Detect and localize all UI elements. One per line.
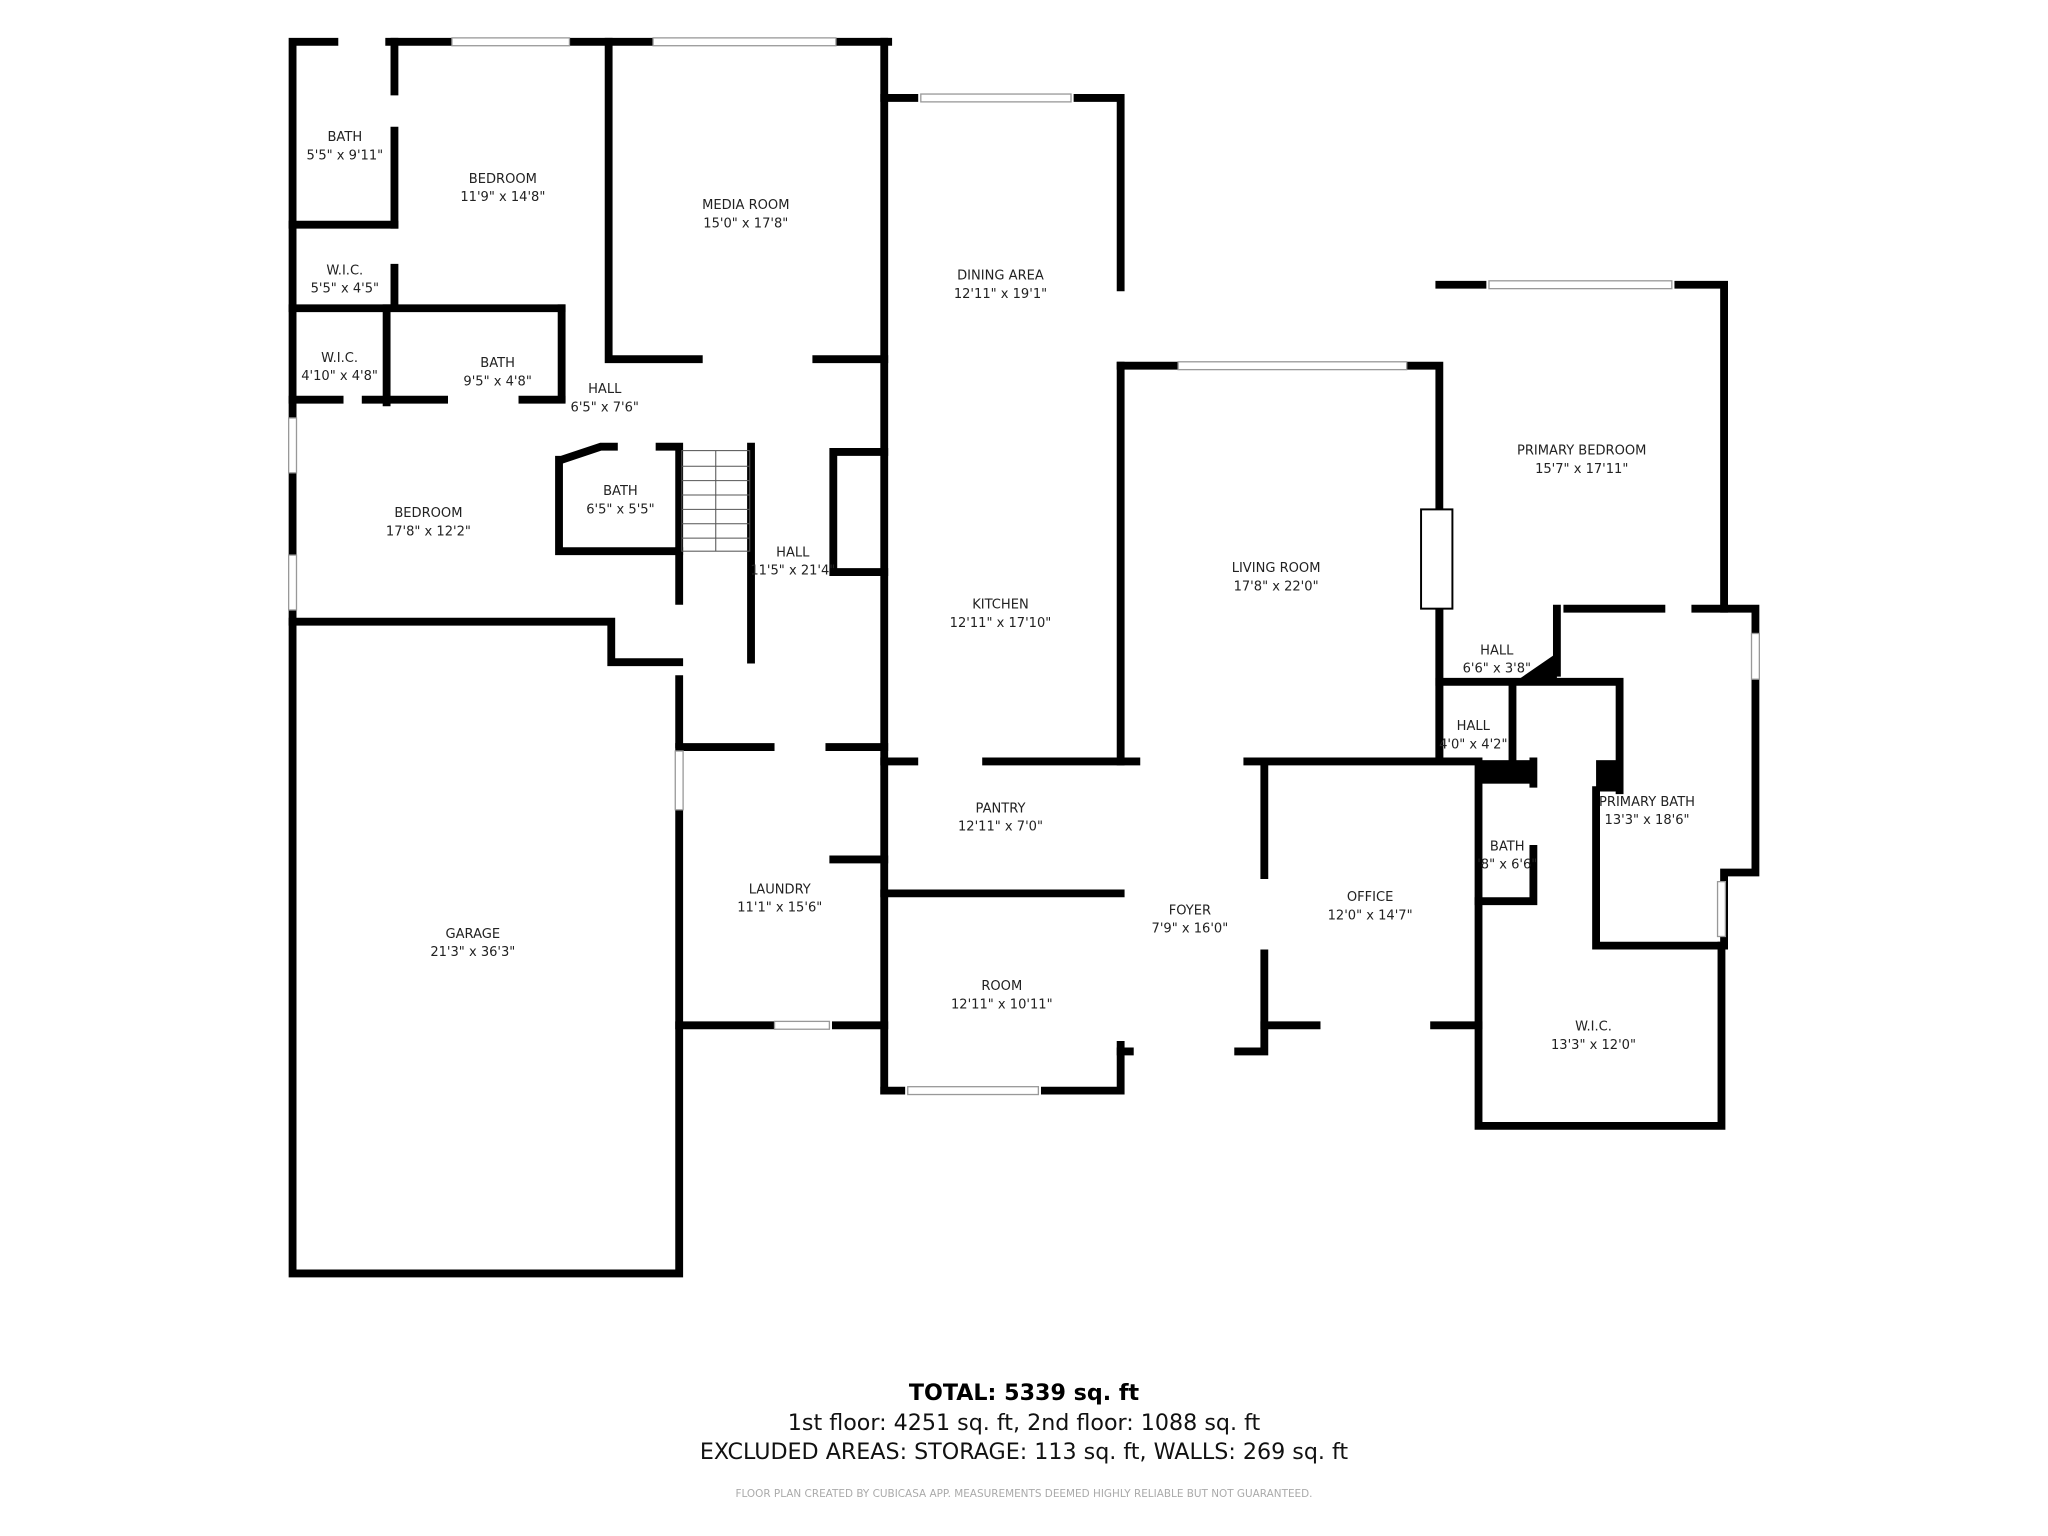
room-dims: 15'7" x 17'11" — [1535, 462, 1628, 477]
room-dims: '8" x 6'6" — [1477, 858, 1537, 873]
room-name: HALL — [588, 382, 622, 397]
room-name: W.I.C. — [1575, 1020, 1612, 1035]
room-name: LAUNDRY — [749, 882, 811, 897]
room-dims: 13'3" x 12'0" — [1551, 1038, 1636, 1053]
excluded-areas: EXCLUDED AREAS: STORAGE: 113 sq. ft, WAL… — [700, 1439, 1349, 1465]
room-dims: 12'11" x 10'11" — [951, 997, 1053, 1012]
area-summary: TOTAL: 5339 sq. ft 1st floor: 4251 sq. f… — [700, 1380, 1349, 1500]
room-dims: 21'3" x 36'3" — [430, 945, 515, 960]
floor-areas: 1st floor: 4251 sq. ft, 2nd floor: 1088 … — [788, 1410, 1261, 1436]
room-name: BATH — [327, 130, 362, 145]
room-name: BEDROOM — [469, 172, 537, 187]
room-name: PRIMARY BEDROOM — [1517, 444, 1646, 459]
room-name: KITCHEN — [972, 598, 1029, 613]
room-name: HALL — [1457, 719, 1491, 734]
room-dims: 4'10" x 4'8" — [301, 369, 378, 384]
room-dims: 17'8" x 12'2" — [386, 525, 471, 540]
room-labels: BATH 5'5" x 9'11" BEDROOM 11'9" x 14'8" ME… — [301, 130, 1695, 1053]
room-dims: 12'11" x 7'0" — [958, 820, 1043, 835]
walls — [288, 37, 1760, 1278]
room-name: OFFICE — [1347, 890, 1393, 905]
room-name: DINING AREA — [957, 269, 1044, 284]
room-name: HALL — [776, 545, 810, 560]
room-name: BATH — [480, 356, 515, 371]
windows — [288, 37, 1760, 1096]
room-name: BATH — [1490, 839, 1525, 854]
room-dims: 5'5" x 4'5" — [311, 282, 379, 297]
room-name: HALL — [1480, 643, 1514, 658]
room-name: FOYER — [1169, 903, 1211, 918]
room-dims: 6'5" x 5'5" — [586, 502, 654, 517]
room-name: W.I.C. — [326, 263, 363, 278]
room-dims: 12'11" x 19'1" — [954, 287, 1047, 302]
room-dims: 15'0" x 17'8" — [703, 216, 788, 231]
room-name: LIVING ROOM — [1232, 561, 1321, 576]
room-name: BATH — [603, 484, 638, 499]
room-dims: 6'5" x 7'6" — [571, 400, 639, 415]
room-dims: 12'0" x 14'7" — [1328, 909, 1413, 924]
room-name: ROOM — [981, 979, 1022, 994]
room-dims: 11'9" x 14'8" — [460, 190, 545, 205]
room-name: PRIMARY BATH — [1599, 795, 1695, 810]
room-name: MEDIA ROOM — [702, 198, 789, 213]
room-dims: 11'1" x 15'6" — [737, 901, 822, 916]
room-dims: 6'6" x 3'8" — [1463, 662, 1531, 677]
room-dims: 12'11" x 17'10" — [950, 616, 1052, 631]
total-area: TOTAL: 5339 sq. ft — [909, 1380, 1140, 1406]
room-name: GARAGE — [446, 927, 501, 942]
room-dims: 11'5" x 21'4" — [750, 564, 835, 579]
room-name: PANTRY — [976, 801, 1026, 816]
room-dims: 17'8" x 22'0" — [1234, 579, 1319, 594]
room-name: W.I.C. — [321, 351, 358, 366]
staircase — [681, 450, 751, 552]
room-dims: 5'5" x 9'11" — [306, 148, 383, 163]
room-name: BEDROOM — [394, 506, 462, 521]
room-dims: 13'3" x 18'6" — [1605, 813, 1690, 828]
room-dims: 7'9" x 16'0" — [1152, 922, 1229, 937]
room-dims: 4'0" x 4'2" — [1439, 737, 1507, 752]
disclaimer: FLOOR PLAN CREATED BY CUBICASA APP. MEAS… — [735, 1488, 1312, 1500]
room-dims: 9'5" x 4'8" — [463, 374, 531, 389]
